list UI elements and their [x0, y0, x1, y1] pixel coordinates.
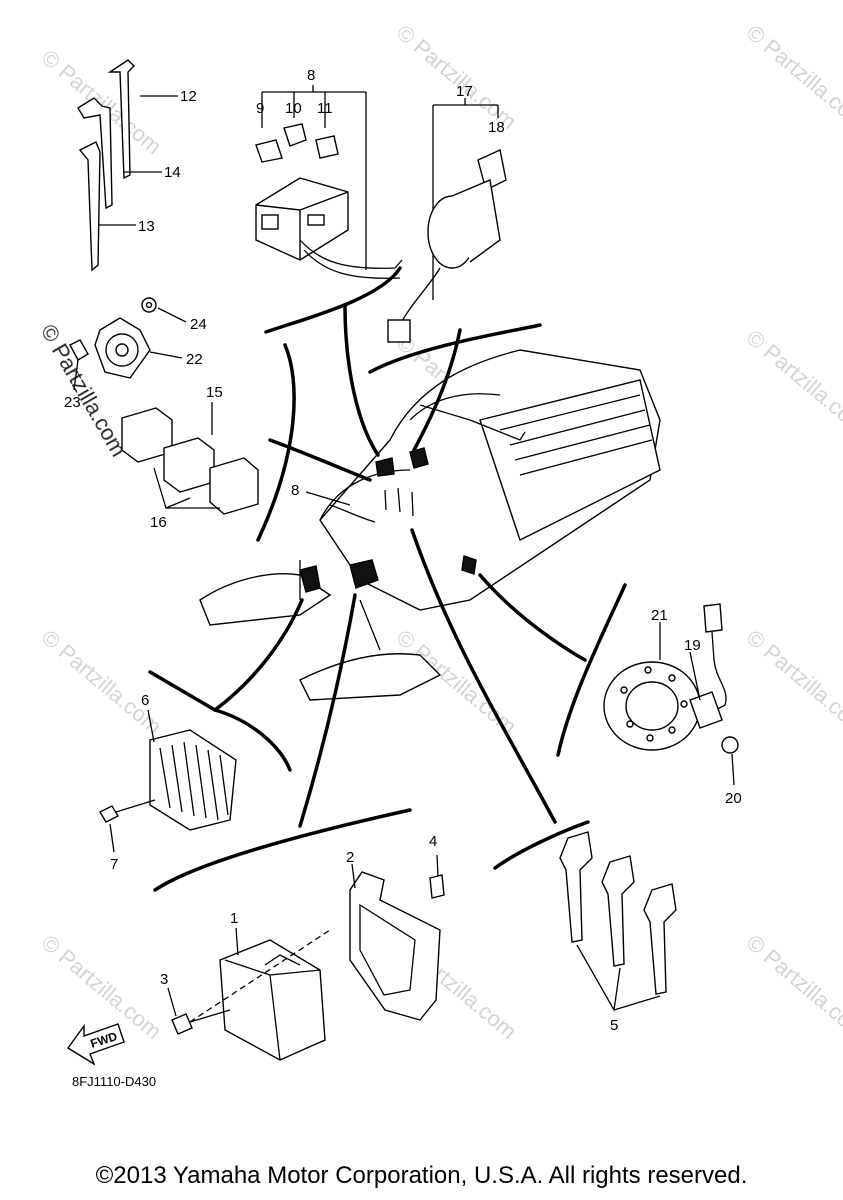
- bracket-line: [493, 820, 590, 870]
- ignition-coils: [559, 831, 677, 1012]
- cable-ties: [77, 59, 178, 272]
- callout-8: 8: [307, 67, 315, 84]
- callout-8-harness: 8: [291, 482, 299, 499]
- callout-10: 10: [285, 100, 302, 117]
- callout-3: 3: [160, 971, 168, 988]
- snowmobile-outline: [199, 349, 661, 701]
- diagram-part-code: 8FJ1110-D430: [72, 1074, 156, 1089]
- main-switch: [387, 98, 507, 343]
- watermark-text: © Partzilla.com: [392, 20, 522, 134]
- leader-8: [305, 491, 351, 506]
- callout-12: 12: [180, 88, 197, 105]
- callout-2: 2: [346, 849, 354, 866]
- callout-11: 11: [317, 100, 333, 117]
- cdi-unit-group: [167, 854, 445, 1061]
- callout-7: 7: [110, 856, 118, 873]
- watermark-text: © Partzilla.com: [742, 625, 843, 739]
- watermark-text: © Partzilla.com: [742, 325, 843, 439]
- bracket-line: [264, 266, 402, 334]
- bracket-line: [556, 583, 627, 757]
- callout-16: 16: [150, 514, 167, 531]
- callout-13: 13: [138, 218, 155, 235]
- callout-22: 22: [186, 351, 203, 368]
- bracket-line: [256, 343, 296, 542]
- callout-18: 18: [488, 119, 505, 136]
- callout-4: 4: [429, 833, 437, 850]
- rectifier-regulator: [99, 709, 237, 853]
- relay-group: [121, 402, 259, 515]
- watermark-text: © Partzilla.com: [37, 625, 167, 739]
- callout-17: 17: [456, 83, 473, 100]
- callout-21: 21: [651, 607, 668, 624]
- callout-5: 5: [610, 1017, 618, 1034]
- watermark-text: © Partzilla.com: [742, 20, 843, 134]
- sensor-group: [69, 297, 187, 391]
- bracket-line: [148, 670, 292, 772]
- callout-9: 9: [256, 100, 264, 117]
- callout-1: 1: [230, 910, 238, 927]
- fwd-arrow-icon: FWD: [66, 1023, 125, 1066]
- fuse-box-group: [255, 85, 403, 279]
- bracket-line: [153, 808, 412, 892]
- arrow-leaders: [213, 303, 587, 828]
- callout-19: 19: [684, 637, 701, 654]
- bracket-line: [368, 323, 542, 374]
- callout-6: 6: [141, 692, 149, 709]
- pickup-coil-group: [603, 603, 739, 786]
- watermark-text: © Partzilla.com: [37, 930, 167, 1044]
- copyright-footer: ©2013 Yamaha Motor Corporation, U.S.A. A…: [95, 1162, 748, 1189]
- callout-15: 15: [206, 384, 223, 401]
- watermark-text: © Partzilla.com: [742, 930, 843, 1044]
- callout-14: 14: [164, 164, 181, 181]
- callout-23: 23: [64, 394, 81, 411]
- callout-24: 24: [190, 316, 207, 333]
- callout-20: 20: [725, 790, 742, 807]
